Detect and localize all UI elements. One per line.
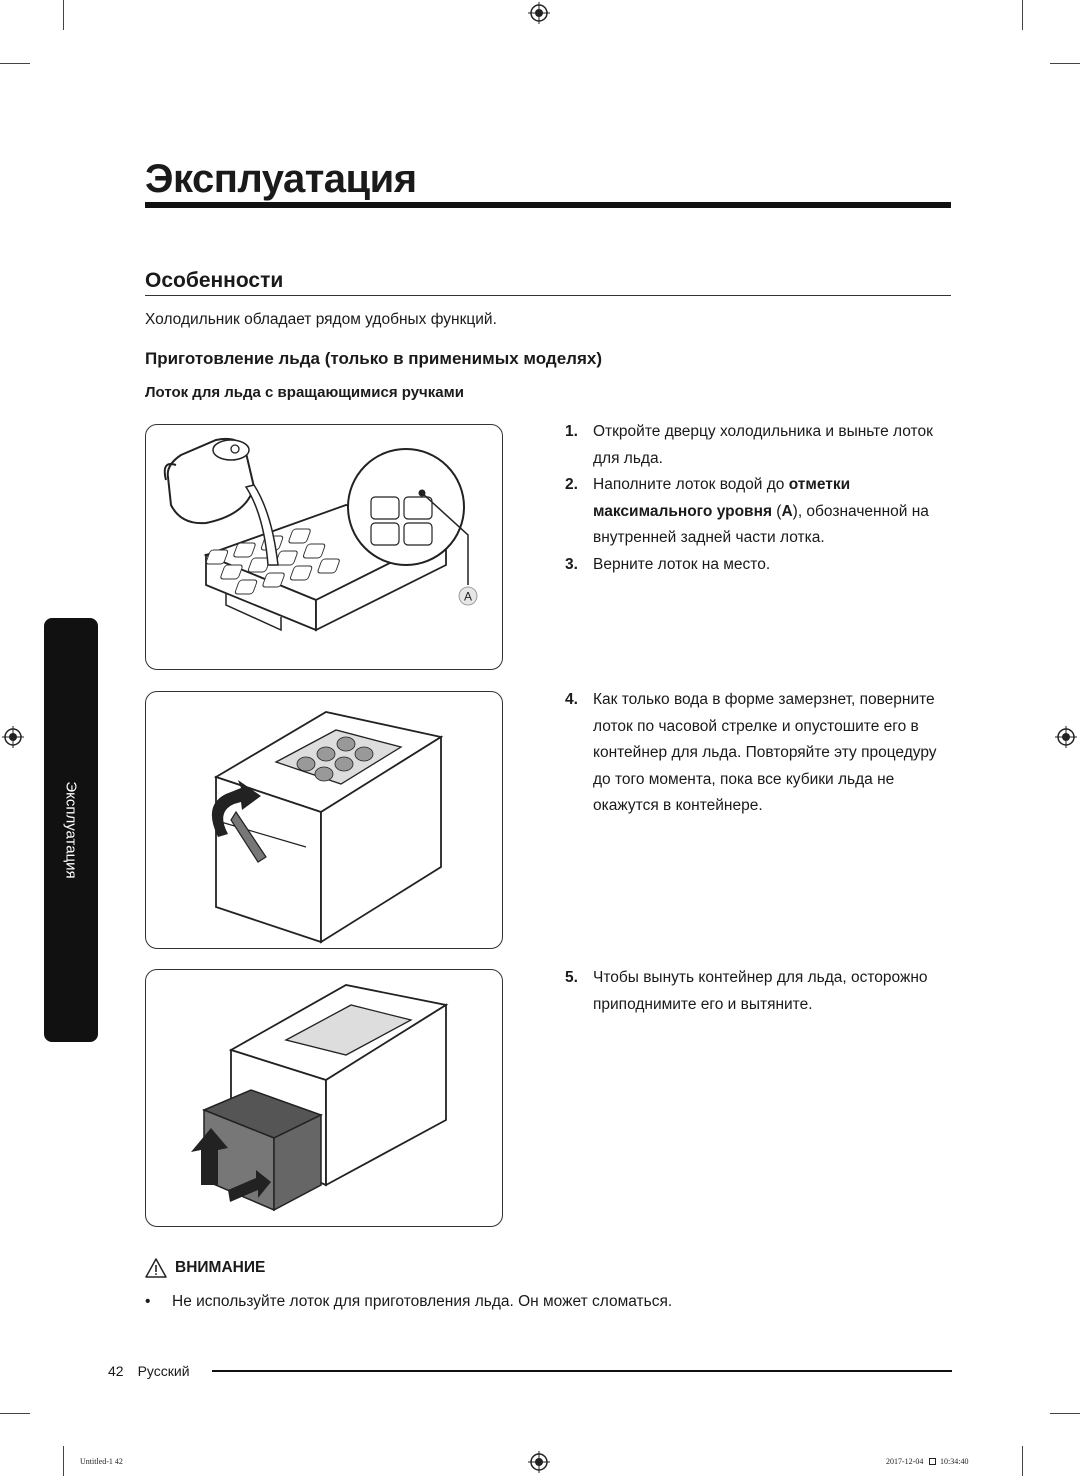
registration-mark-icon [528, 2, 550, 24]
registration-mark-icon [1055, 726, 1077, 748]
step-text: Как только вода в форме замерзнет, повер… [593, 691, 937, 814]
footer-rule [212, 1370, 952, 1372]
caution-bullet: • Не используйте лоток для приготовления… [145, 1292, 672, 1312]
step-number: 3. [565, 555, 578, 573]
intro-text: Холодильник обладает рядом удобных функц… [145, 311, 497, 328]
title-rule [145, 202, 951, 208]
step-number: 5. [565, 969, 578, 986]
step-number: 1. [565, 423, 578, 440]
page-number: 42 [108, 1363, 124, 1379]
print-date: 2017-12-04 [886, 1457, 924, 1466]
registration-mark-icon [528, 1451, 550, 1473]
crop-mark [0, 63, 30, 64]
figure-remove-bin [145, 969, 503, 1227]
fill-tray-illustration: A [163, 437, 478, 632]
print-time: 10:34:40 [940, 1457, 969, 1466]
subheading: Приготовление льда (только в применимых … [145, 349, 602, 368]
square-icon [929, 1458, 936, 1465]
warning-icon [145, 1258, 167, 1278]
page-footer: 42 Русский [108, 1362, 190, 1380]
step-item: 1. Откройте дверцу холодильника и выньте… [565, 419, 957, 472]
section-title: Особенности [145, 269, 284, 292]
caution-text: Не используйте лоток для приготовления л… [172, 1293, 673, 1310]
crop-mark [1022, 0, 1023, 30]
step-item: 3. Верните лоток на место. [565, 552, 957, 579]
crop-mark [63, 0, 64, 30]
step-item: 5. Чтобы вынуть контейнер для льда, осто… [565, 965, 957, 1018]
caution-heading: ВНИМАНИЕ [145, 1258, 265, 1278]
bullet-symbol: • [145, 1293, 151, 1310]
crop-mark [1050, 1413, 1080, 1414]
registration-mark-icon [2, 726, 24, 748]
step-text-bold: A [781, 502, 793, 520]
figure-label-a: A [464, 590, 472, 604]
step-text-part: Наполните лоток водой до [593, 476, 789, 493]
steps-group-3: 5. Чтобы вынуть контейнер для льда, осто… [565, 965, 957, 1018]
step-text: Верните лоток на место. [593, 555, 771, 573]
side-tab: Эксплуатация [44, 618, 98, 1042]
crop-mark [1050, 63, 1080, 64]
footer-language: Русский [137, 1363, 190, 1379]
steps-group-2: 4. Как только вода в форме замерзнет, по… [565, 687, 957, 820]
print-file-info: Untitled-1 42 [80, 1457, 123, 1466]
subsubheading: Лоток для льда с вращающимися ручками [145, 384, 464, 401]
crop-mark [1022, 1446, 1023, 1476]
crop-mark [0, 1413, 30, 1414]
crop-mark [63, 1446, 64, 1476]
step-text: Чтобы вынуть контейнер для льда, осторож… [593, 969, 928, 1013]
steps-group-1: 1. Откройте дверцу холодильника и выньте… [565, 419, 957, 578]
figure-fill-tray: A [145, 424, 503, 670]
caution-title: ВНИМАНИЕ [175, 1259, 266, 1276]
page-title: Эксплуатация [145, 157, 417, 201]
step-text-part: ( [771, 502, 782, 520]
section-rule [145, 295, 951, 296]
step-item: 4. Как только вода в форме замерзнет, по… [565, 687, 957, 820]
remove-bin-illustration [191, 984, 449, 1212]
step-item: 2. Наполните лоток водой до отметки макс… [565, 472, 957, 552]
step-text-part: ), обозначенной на внутренней задней час… [593, 502, 929, 547]
side-tab-label: Эксплуатация [62, 781, 80, 879]
step-number: 4. [565, 691, 578, 708]
step-text: Наполните лоток водой до отметки максима… [593, 472, 957, 552]
step-number: 2. [565, 476, 578, 493]
twist-tray-illustration [211, 711, 444, 944]
figure-twist-tray [145, 691, 503, 949]
step-text: Откройте дверцу холодильника и выньте ло… [593, 423, 933, 467]
step-text-bold: отметки максимального уровня [593, 476, 851, 520]
